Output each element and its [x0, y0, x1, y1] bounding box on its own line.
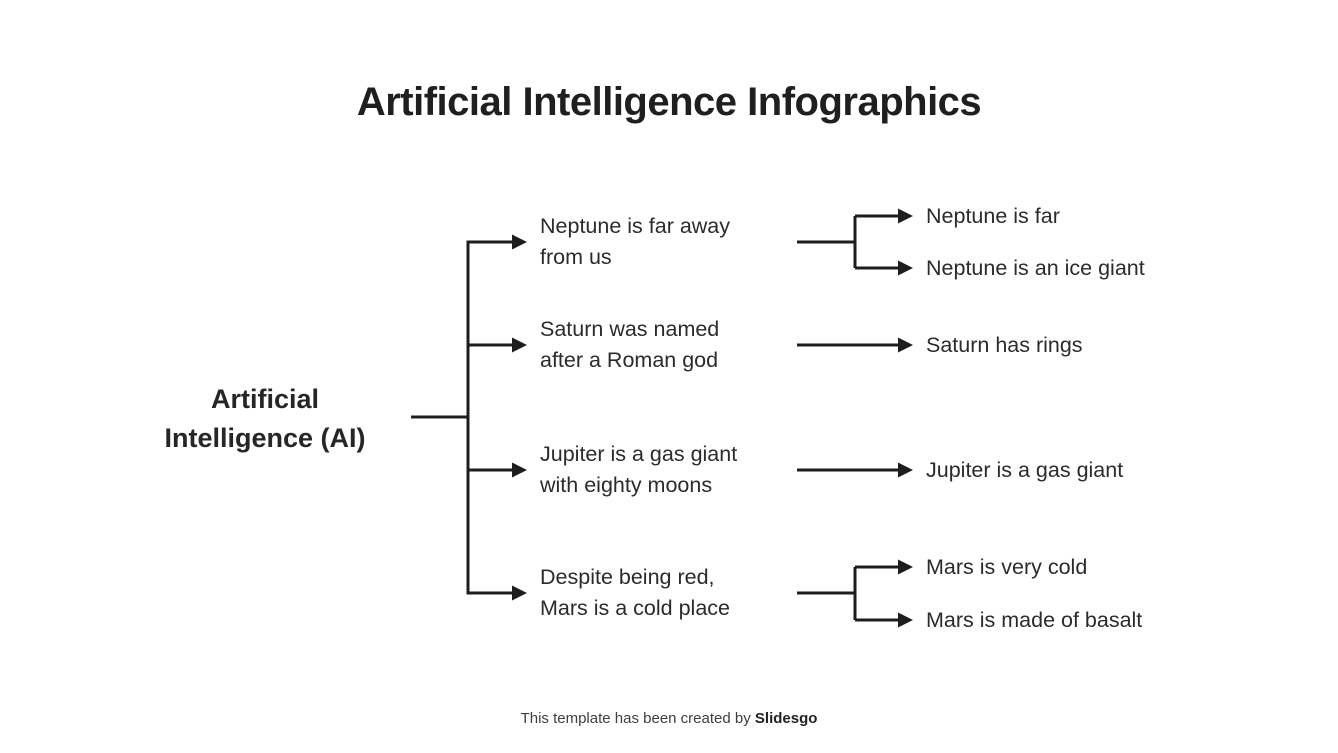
leaf-2-arrowhead-icon [898, 337, 913, 353]
leaf-node-4b: Mars is made of basalt [926, 607, 1143, 632]
root-node-line: Artificial [210, 384, 320, 414]
branch-node-3: Jupiter is a gas giant with eighty moons [540, 439, 737, 501]
branch-node-line: Mars is a cold place [540, 596, 730, 620]
leaf-3-arrowhead-icon [898, 462, 913, 478]
root-node-line: Intelligence (AI) [164, 423, 366, 453]
branch-node-line: from us [540, 245, 612, 269]
branch-node-4: Despite being red, Mars is a cold place [540, 562, 730, 624]
branch-node-line: with eighty moons [540, 473, 713, 497]
footer-credit: This template has been created by Slides… [0, 710, 1338, 727]
branch-node-2: Saturn was named after a Roman god [540, 314, 719, 376]
branch-1-arrowhead-icon [512, 234, 527, 250]
leaf-node-4a: Mars is very cold [926, 554, 1088, 579]
branch-node-line: Neptune is far away [540, 214, 731, 238]
footer-brand: Slidesgo [754, 710, 818, 727]
footer-credit-text: This template has been created by [520, 710, 751, 727]
leaf-1a-arrowhead-icon [898, 208, 913, 224]
leaf-4b-arrowhead-icon [898, 612, 913, 628]
branch-3-arrowhead-icon [512, 462, 527, 478]
branch-2-arrowhead-icon [512, 337, 527, 353]
leaf-node-1a: Neptune is far [926, 203, 1060, 228]
branch-4-arrowhead-icon [512, 585, 527, 601]
leaf-node-2: Saturn has rings [926, 332, 1083, 357]
branch-node-line: after a Roman god [540, 348, 719, 372]
branch-node-line: Jupiter is a gas giant [540, 442, 738, 466]
page-title: Artificial Intelligence Infographics [356, 80, 982, 124]
leaf-node-3: Jupiter is a gas giant [926, 457, 1124, 482]
leaf-node-1b: Neptune is an ice giant [926, 255, 1145, 280]
leaf-4a-arrowhead-icon [898, 559, 913, 575]
root-node: Artificial Intelligence (AI) [125, 380, 405, 458]
branch-node-1: Neptune is far away from us [540, 211, 730, 273]
branch-node-line: Despite being red, [540, 565, 715, 589]
branch-node-line: Saturn was named [540, 317, 720, 341]
leaf-1b-arrowhead-icon [898, 260, 913, 276]
